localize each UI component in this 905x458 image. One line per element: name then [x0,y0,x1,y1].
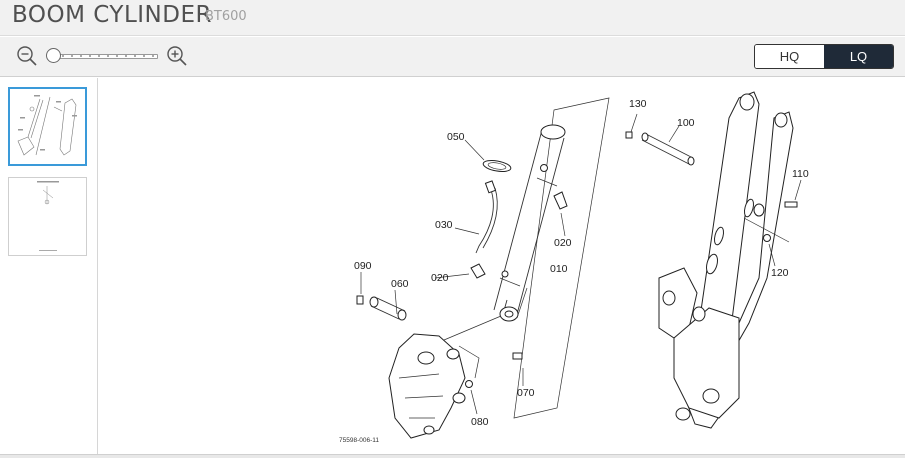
callout-120: 120 [771,267,789,279]
frame-outline [513,97,610,419]
nut-part [465,380,473,388]
callout-110: 110 [792,168,809,180]
leader-connect [458,345,480,379]
boom-bracket [388,333,466,439]
grease-nipple-part [356,295,364,305]
leader-lines [360,113,802,415]
thumbnail-diagram-preview [17,95,77,156]
boom-pin-part [641,132,695,166]
hose-fitting-top [484,180,497,194]
bolt-part [512,352,523,360]
callout-020-lower: 020 [431,272,449,284]
callout-070: 070 [517,387,535,399]
zoom-out-icon[interactable] [16,45,38,67]
pin-part [369,296,407,321]
callout-100: 100 [677,117,695,129]
boom-nut-part [763,234,771,242]
frame-extension [743,217,790,243]
hose-line [475,189,494,254]
model-label: BT600 [205,9,247,24]
boom-cylinder-diagram: 010 020 020 030 050 060 070 080 090 100 … [339,91,809,444]
thumbnail-page-1[interactable] [8,87,87,166]
toolbar: HQ LQ [0,37,905,77]
linkage-line [443,315,502,341]
thumbnail-panel [0,78,98,458]
bottom-border [0,454,905,458]
cylinder-body [493,124,566,322]
title-bar: BOOM CYLINDER BT600 [0,0,905,36]
page-title: BOOM CYLINDER [12,2,212,28]
zoom-in-icon[interactable] [166,45,188,67]
diagram-viewer[interactable]: 010 020 020 030 050 060 070 080 090 100 … [99,78,905,454]
diagram-reference-number: 75598-006-11 [339,437,379,444]
zoom-slider-ticks [62,55,154,58]
hose-line-outer [482,187,498,249]
hq-button[interactable]: HQ [755,45,824,68]
callout-130: 130 [629,98,647,110]
lq-button[interactable]: LQ [824,45,893,68]
quality-toggle: HQ LQ [754,44,894,69]
elbow-fitting-upper [553,191,568,210]
boom-bolt-part [784,201,798,208]
callout-030: 030 [435,219,453,231]
clamp-part [482,160,512,172]
callout-010: 010 [550,263,568,275]
thumbnail-parts-list-preview [37,181,59,251]
elbow-fitting-lower [470,263,486,279]
zoom-slider-handle[interactable] [46,48,61,63]
callout-090: 090 [354,260,372,272]
callout-060: 060 [391,278,409,290]
callout-050: 050 [447,131,465,143]
boom-arm [658,91,794,429]
thumbnail-page-2[interactable] [8,177,87,256]
callout-080: 080 [471,416,489,428]
boom-grease-nipple [625,131,633,139]
callout-020-upper: 020 [554,237,572,249]
